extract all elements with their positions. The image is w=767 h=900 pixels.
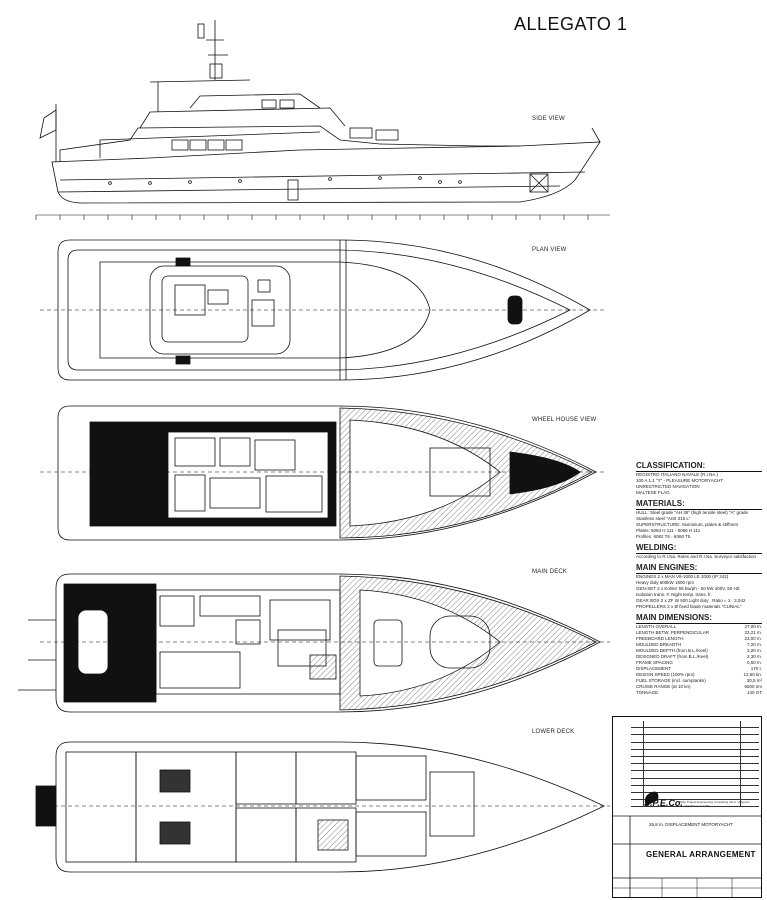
spec-line: GEN-SET 2 x Kohler 55 kw/ph - 50 kW 400V… bbox=[636, 586, 740, 591]
vessel-name: 26,8 m. DISPLACEMENT MOTORYACHT bbox=[649, 822, 733, 827]
revision-row bbox=[631, 764, 759, 772]
spec-line: Isolation trans. F. Night temp. trans. f… bbox=[636, 592, 712, 597]
welding-heading: WELDING: bbox=[636, 543, 762, 554]
lower-deck-view bbox=[35, 741, 610, 873]
spec-line: PROPELLERS 2 x Ø fixed blade materials "… bbox=[636, 604, 742, 609]
frame-ruler bbox=[35, 214, 610, 220]
revision-row bbox=[631, 785, 759, 793]
revision-row bbox=[631, 742, 759, 750]
materials-heading: MATERIALS: bbox=[636, 499, 762, 510]
wheelhouse-view bbox=[40, 405, 605, 541]
spec-line: Heavy duty 600kW 1800 rpm bbox=[636, 580, 695, 585]
dimension-row: FUEL STORAGE (incl. sumptanks)30,5 m³ bbox=[636, 678, 762, 683]
company-logo-text: S.P.E.Co. bbox=[644, 798, 683, 808]
plan-view bbox=[40, 239, 605, 381]
plan-view-label: PLAN VIEW bbox=[532, 247, 567, 253]
spec-line: ENGINES 2 x MAN V8-1000 LE 2000 (IP 242) bbox=[636, 574, 729, 579]
spec-line: HULL: Steel grade "AH 36" (high tensile … bbox=[636, 510, 748, 515]
spec-line: REGISTRO ITALIANO NAVALE (R.I.NA.) bbox=[636, 472, 719, 477]
page-title: ALLEGATO 1 bbox=[514, 14, 628, 34]
engines-heading: MAIN ENGINES: bbox=[636, 563, 762, 574]
spec-line: UNRESTRICTED NAVIGATION bbox=[636, 484, 700, 489]
spec-line: Plates: 5083 H 111 - 5086 H 111 bbox=[636, 528, 701, 533]
revision-row bbox=[631, 749, 759, 757]
spec-line: Profiles: 6082 T6 - 6060 T5 bbox=[636, 534, 691, 539]
revision-row bbox=[631, 756, 759, 765]
portholes bbox=[108, 176, 462, 185]
drawing-title: GENERAL ARRANGEMENT bbox=[646, 850, 756, 859]
spec-line: Stainless steel "AISI 316 L" bbox=[636, 516, 691, 521]
spec-line: MALTESE FLAG bbox=[636, 490, 670, 495]
title-block-lines bbox=[612, 791, 762, 898]
dimension-row: DESIGN SPEED (100% rpm)12,60 kn. bbox=[636, 672, 762, 677]
main-deck-label: MAIN DECK bbox=[532, 569, 568, 575]
spec-line: 100 A 1.1 "Y" - PLEASURE MOTORYACHT bbox=[636, 478, 723, 483]
title-block bbox=[612, 716, 762, 898]
spec-line: According to R.I.Na. Rules and R.I.Na. S… bbox=[636, 554, 757, 559]
revision-row bbox=[631, 800, 759, 808]
spec-line: GEAR BOX 2 x ZF W 500 Light duty , Ratio… bbox=[636, 598, 746, 603]
classification-heading: CLASSIFICATION: bbox=[636, 461, 762, 472]
wheelhouse-view-label: WHEEL HOUSE VIEW bbox=[532, 417, 597, 423]
main-deck-view bbox=[18, 573, 610, 713]
revision-row bbox=[631, 728, 759, 736]
revision-row bbox=[631, 792, 759, 801]
spec-line: SUPERSTRUCTURE: Aluminium, plates & stif… bbox=[636, 522, 739, 527]
side-view-label: SIDE VIEW bbox=[532, 116, 565, 122]
lower-deck-label: LOWER DECK bbox=[532, 729, 575, 735]
company-address: Ship Project Engineering Consulting Via … bbox=[680, 800, 750, 808]
dimension-row: DESIGNED DRAFT (from B.L./Keel)2,30 m. bbox=[636, 654, 762, 659]
revision-row bbox=[631, 735, 759, 743]
spec-panel: CLASSIFICATION: REGISTRO ITALIANO NAVALE… bbox=[636, 458, 762, 696]
revision-table bbox=[631, 721, 759, 808]
main-deck-windows bbox=[171, 127, 399, 151]
revision-row bbox=[631, 771, 759, 779]
side-view bbox=[39, 20, 601, 204]
company-logo-icon bbox=[644, 791, 659, 806]
dimension-row: MOULDED DEPTH (from B.L./Keel)3,20 m. bbox=[636, 648, 762, 653]
revision-row bbox=[631, 721, 759, 729]
revision-row bbox=[631, 778, 759, 786]
dimension-row: CRUISE RANGE (at 10 kn)6500 nm bbox=[636, 684, 762, 689]
dimensions-heading: MAIN DIMENSIONS: bbox=[636, 613, 762, 624]
